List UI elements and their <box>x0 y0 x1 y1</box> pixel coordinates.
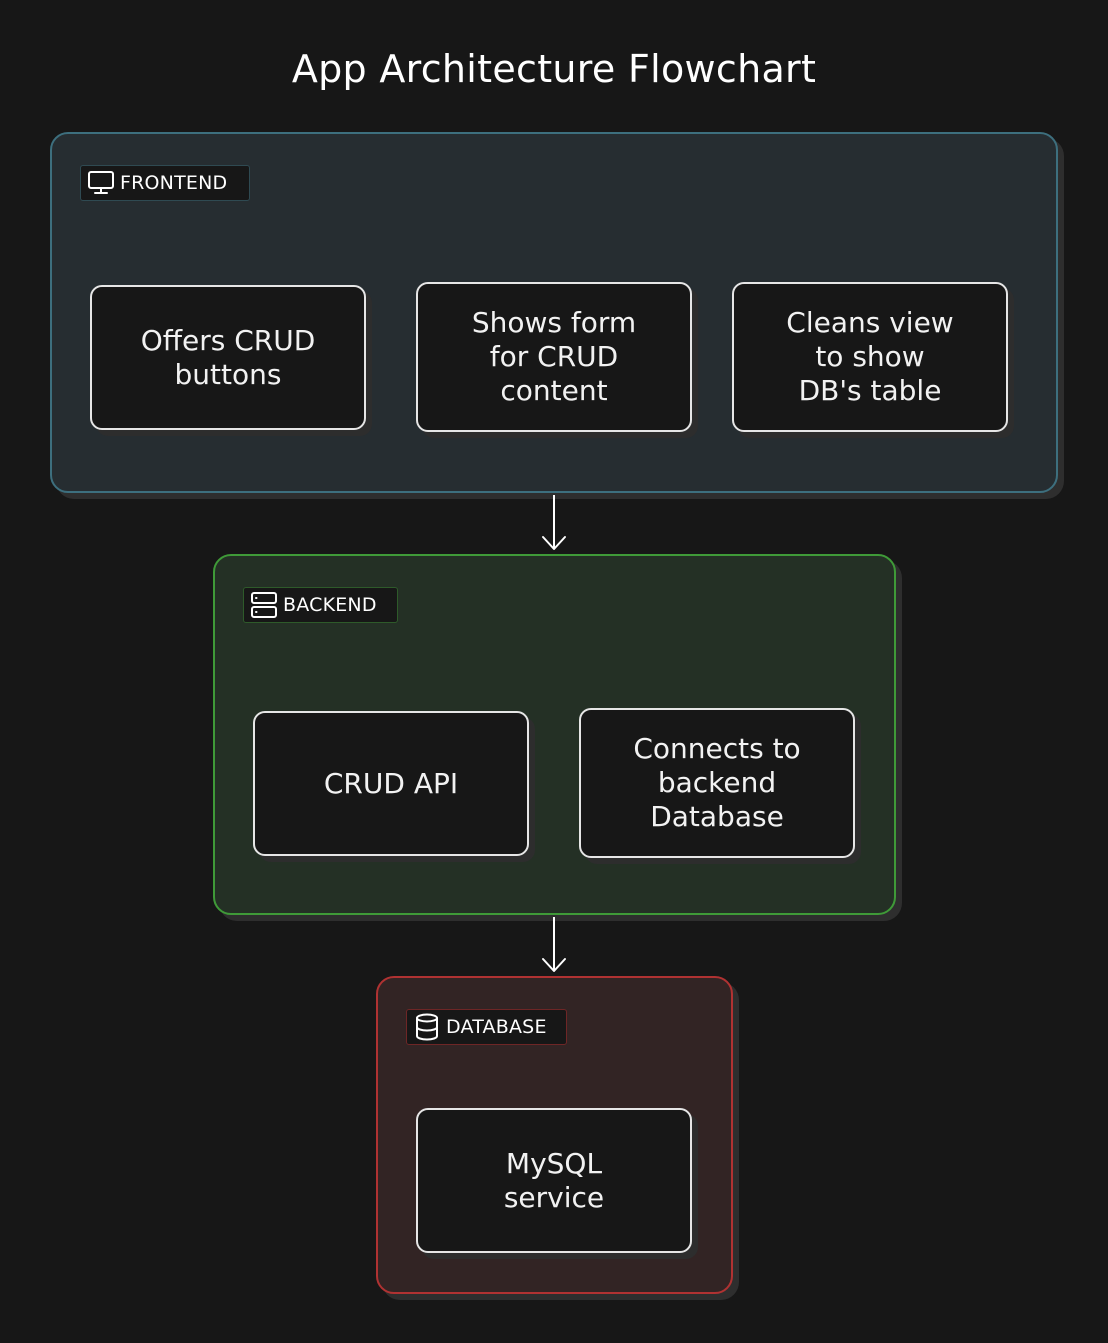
frontend-to-backend-arrow <box>542 495 566 550</box>
node-text: CRUD API <box>323 766 459 800</box>
backend-node-crud-api[interactable]: CRUD API <box>253 711 529 856</box>
frontend-node-crud-buttons[interactable]: Offers CRUD buttons <box>90 285 366 430</box>
node-text: Shows form for CRUD content <box>471 306 637 407</box>
database-label: DATABASE <box>446 1016 547 1038</box>
diagram-title: App Architecture Flowchart <box>291 47 817 91</box>
monitor-icon <box>86 168 116 198</box>
frontend-node-clean-view[interactable]: Cleans view to show DB's table <box>732 282 1008 432</box>
backend-tag: BACKEND <box>243 587 398 623</box>
backend-label: BACKEND <box>283 594 377 616</box>
backend-node-db-connect[interactable]: Connects to backend Database <box>579 708 855 858</box>
node-text: Offers CRUD buttons <box>140 323 316 391</box>
node-text: MySQL service <box>503 1146 605 1214</box>
backend-to-database-arrow <box>542 917 566 972</box>
database-tag: DATABASE <box>406 1009 567 1045</box>
node-text: Cleans view to show DB's table <box>786 306 954 407</box>
node-text: Connects to backend Database <box>633 732 801 833</box>
server-icon <box>249 590 279 620</box>
frontend-label: FRONTEND <box>120 172 228 194</box>
frontend-node-crud-form[interactable]: Shows form for CRUD content <box>416 282 692 432</box>
frontend-tag: FRONTEND <box>80 165 250 201</box>
database-node-mysql[interactable]: MySQL service <box>416 1108 692 1253</box>
database-icon <box>412 1012 442 1042</box>
